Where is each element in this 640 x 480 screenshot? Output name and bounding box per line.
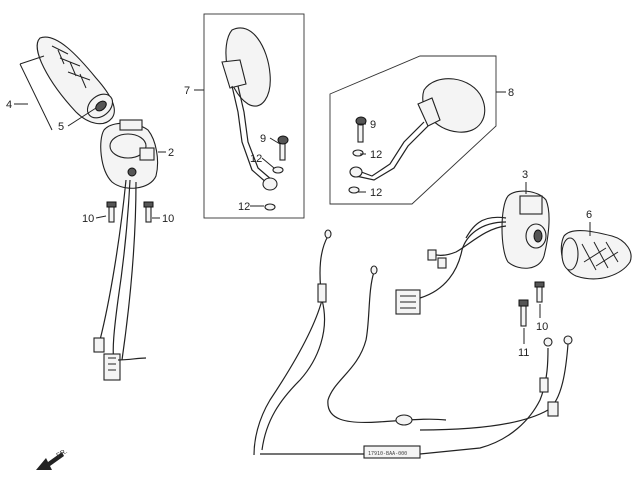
bolt-10-left: [106, 201, 117, 223]
mirror-left: [221, 27, 278, 191]
callout-9-right: 9: [370, 119, 376, 131]
front-direction-label: FR.: [56, 448, 69, 460]
callout-10-lower: 10: [536, 321, 548, 333]
bolt-10-right: [143, 201, 154, 223]
callout-9-left: 9: [260, 133, 266, 145]
callout-12-left-b: 12: [238, 201, 250, 213]
right-grip: [560, 230, 632, 280]
nut-12-left-b: [264, 203, 276, 211]
bolt-9-left: [277, 135, 289, 161]
callout-6: 6: [586, 209, 592, 221]
callout-3: 3: [522, 169, 528, 181]
callout-12-right-b: 12: [370, 187, 382, 199]
callout-10-right: 10: [162, 213, 174, 225]
callout-12-left-a: 12: [250, 153, 262, 165]
cable-part-tag: 17910-BAA-000: [368, 451, 407, 457]
callout-4: 4: [6, 99, 12, 111]
bolt-10-lower: [534, 281, 545, 303]
nut-12-left-a: [272, 166, 284, 174]
mirror-right-frame: [329, 55, 497, 205]
left-switch-harness: [93, 179, 147, 381]
mirror-left-frame: [203, 13, 305, 219]
front-direction-arrow-icon: [36, 452, 64, 470]
bolt-11-lower: [518, 299, 529, 327]
callout-12-right-a: 12: [370, 149, 382, 161]
right-switch-harness: [395, 216, 507, 315]
callout-2: 2: [168, 147, 174, 159]
left-grip: [36, 36, 115, 125]
nut-12-right-a: [352, 149, 364, 157]
callout-11: 11: [518, 347, 529, 359]
throttle-cable-b: [260, 335, 573, 459]
throttle-cable-a: [327, 265, 447, 426]
left-switch-housing: [100, 119, 159, 189]
callout-5: 5: [58, 121, 64, 133]
callout-8: 8: [508, 87, 514, 99]
nut-12-right-b: [348, 186, 360, 194]
callout-7: 7: [184, 85, 190, 97]
leader-lines: [14, 55, 591, 344]
bolt-9-right: [355, 116, 367, 143]
clutch-cable: [253, 229, 332, 456]
callout-10-left: 10: [82, 213, 94, 225]
mirror-right: [349, 78, 486, 181]
right-switch-housing: [501, 190, 550, 269]
